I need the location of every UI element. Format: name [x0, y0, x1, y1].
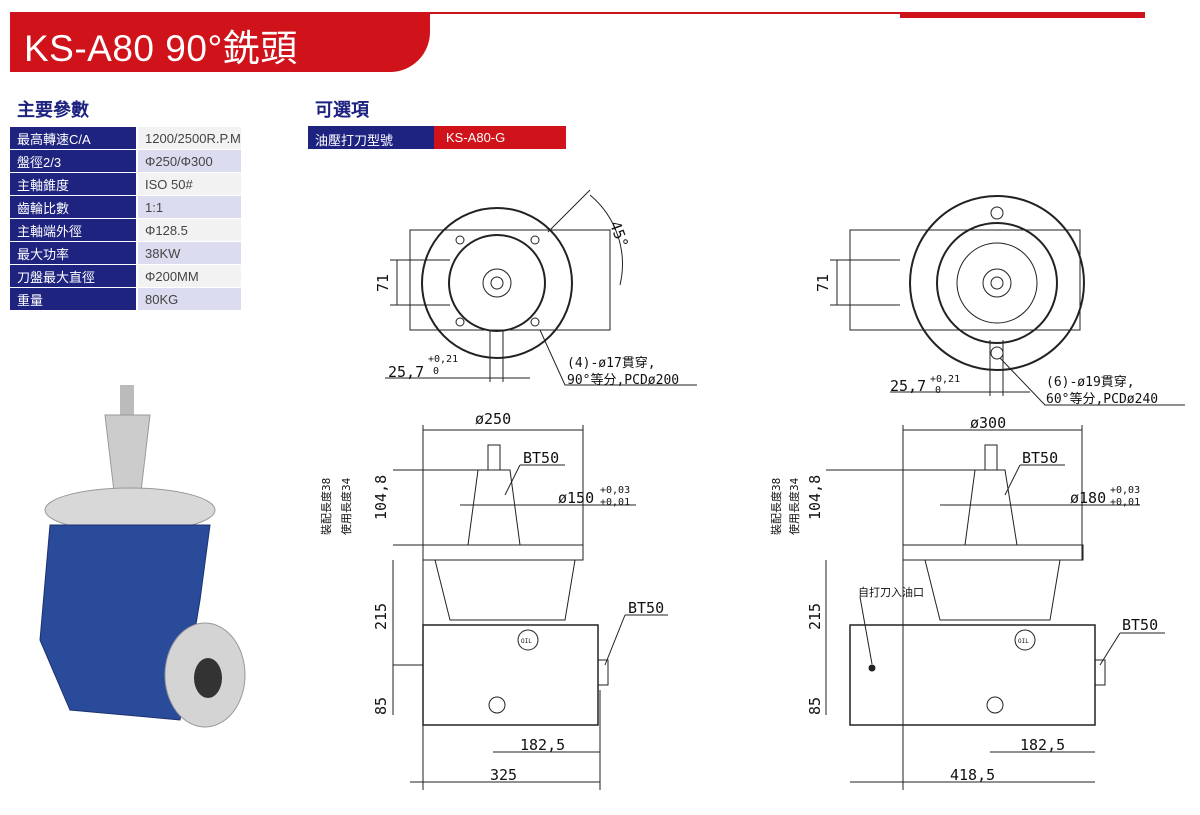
dim-label: 215: [806, 603, 824, 630]
spec-value: Φ200MM: [138, 265, 241, 287]
options-heading: 可選項: [315, 100, 369, 121]
top-view-right: [830, 195, 1185, 406]
divider-accent: [900, 12, 1145, 18]
specs-heading: 主要參數: [17, 100, 89, 121]
note-label: (6)-ø19貫穿,: [1046, 374, 1135, 390]
tolerance-label: 0: [433, 366, 439, 377]
spec-label: 主軸端外徑: [10, 219, 138, 241]
dim-label: 325: [490, 766, 517, 784]
dim-label: 182,5: [1020, 736, 1065, 754]
dim-label: 418,5: [950, 766, 995, 784]
tolerance-label: +0,03: [600, 485, 630, 496]
dim-label: BT50: [1022, 449, 1058, 467]
spec-value: ISO 50#: [138, 173, 241, 195]
dim-label: 85: [806, 697, 824, 715]
spec-value: 38KW: [138, 242, 241, 264]
spec-value: 1200/2500R.P.M: [138, 127, 241, 149]
dim-label: BT50: [523, 449, 559, 467]
option-value: KS-A80-G: [434, 126, 566, 149]
dim-label: 裝配長度38: [319, 478, 333, 535]
tolerance-label: +0,03: [1110, 485, 1140, 496]
dim-label: 25,7: [388, 363, 424, 381]
oil-label: OIL: [521, 638, 532, 645]
tolerance-label: +0,21: [428, 354, 458, 365]
side-view-right: [825, 425, 1165, 790]
oil-inlet-label: 自打刀入油口: [858, 585, 924, 599]
tolerance-label: 0: [935, 385, 941, 396]
option-label: 油壓打刀型號: [308, 126, 434, 149]
dim-label: 使用長度34: [339, 477, 353, 535]
dim-label: 215: [372, 603, 390, 630]
spec-value: Φ128.5: [138, 219, 241, 241]
dim-label: 25,7: [890, 377, 926, 395]
tolerance-label: +0,01: [600, 497, 630, 508]
dim-label: ø300: [970, 414, 1006, 432]
spec-label: 主軸錐度: [10, 173, 138, 195]
spec-label: 齒輪比數: [10, 196, 138, 218]
tolerance-label: +0,21: [930, 374, 960, 385]
spec-label: 刀盤最大直徑: [10, 265, 138, 287]
dim-label: 使用長度34: [787, 477, 801, 535]
title-banner: KS-A80 90°銑頭: [10, 12, 430, 72]
spec-value: 80KG: [138, 288, 241, 310]
note-label: 60°等分,PCDø240: [1046, 391, 1158, 407]
spec-value: 1:1: [138, 196, 241, 218]
divider: [430, 12, 1145, 14]
spec-label: 最大功率: [10, 242, 138, 264]
side-view-left: [392, 425, 668, 790]
note-label: (4)-ø17貫穿,: [567, 355, 656, 371]
product-photo: [39, 385, 246, 728]
spec-value: Φ250/Φ300: [138, 150, 241, 172]
oil-label: OIL: [1018, 638, 1029, 645]
dim-label: 85: [372, 697, 390, 715]
dim-label: 104,8: [806, 475, 824, 520]
dim-label: 裝配長度38: [769, 478, 783, 535]
dim-label: ø180: [1070, 489, 1106, 507]
spec-label: 重量: [10, 288, 138, 310]
dim-label: 182,5: [520, 736, 565, 754]
spec-label: 盤徑2/3: [10, 150, 138, 172]
spec-label: 最高轉速C/A: [10, 127, 138, 149]
dim-label: 71: [814, 274, 832, 292]
tolerance-label: +0,01: [1110, 497, 1140, 508]
page-title: KS-A80 90°銑頭: [24, 28, 298, 69]
dim-label: ø250: [475, 410, 511, 428]
dim-label: BT50: [628, 599, 664, 617]
dim-label: 71: [374, 274, 392, 292]
dim-label: 104,8: [372, 475, 390, 520]
dim-label: ø150: [558, 489, 594, 507]
top-view-left: [385, 189, 697, 386]
dim-label: BT50: [1122, 616, 1158, 634]
note-label: 90°等分,PCDø200: [567, 372, 679, 388]
